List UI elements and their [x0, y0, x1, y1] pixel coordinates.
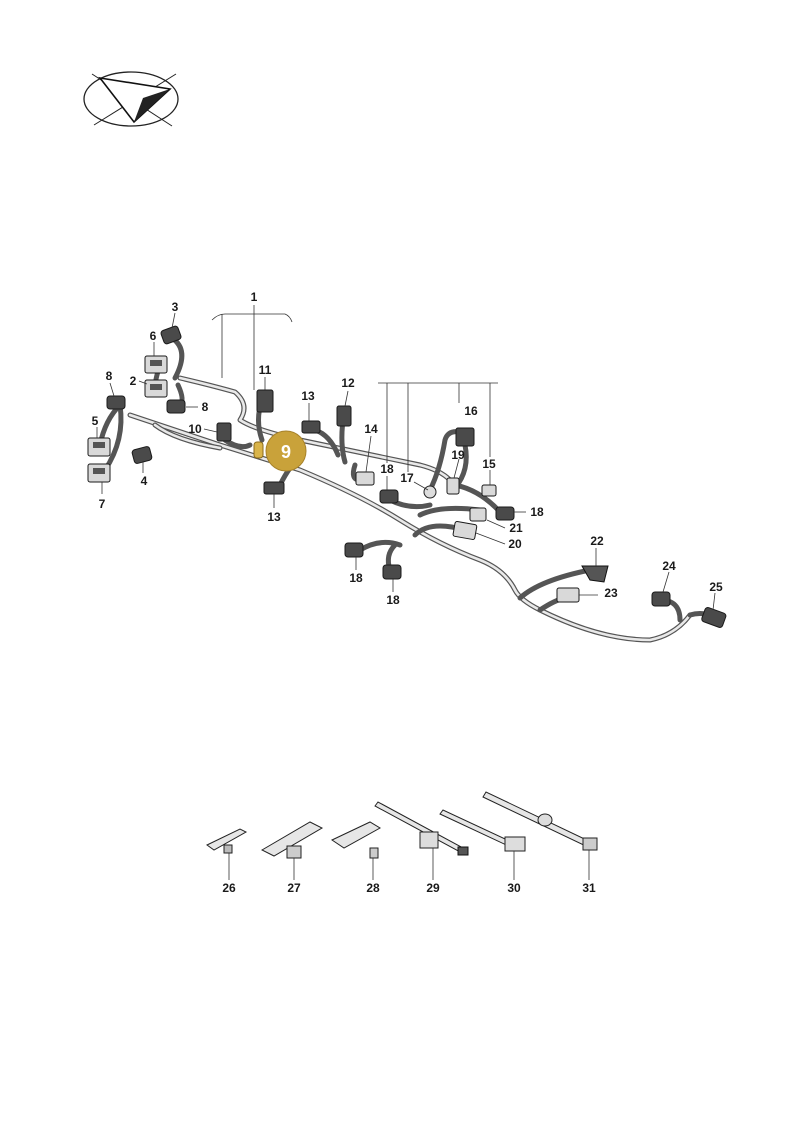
callout-7: 7 — [99, 497, 106, 511]
callout-25: 25 — [709, 580, 723, 594]
callout-13-upper: 13 — [301, 389, 315, 403]
highlight-badge-label: 9 — [281, 442, 291, 462]
connector-24 — [651, 591, 671, 607]
connector-14 — [355, 471, 375, 486]
callout-24: 24 — [662, 559, 676, 573]
clip-26 — [206, 828, 248, 880]
connector-25 — [701, 607, 727, 628]
callout-11: 11 — [259, 363, 272, 377]
connector-8-lower — [166, 399, 186, 414]
connector-18-b — [495, 506, 515, 521]
callout-18-b: 18 — [530, 505, 544, 519]
connector-8-upper — [106, 395, 126, 410]
connector-16 — [455, 427, 475, 447]
callout-28: 28 — [366, 881, 380, 895]
callout-5: 5 — [92, 414, 99, 428]
connector-23 — [556, 587, 580, 603]
connector-6 — [144, 355, 168, 374]
module-20 — [452, 521, 478, 540]
connector-2 — [144, 379, 168, 398]
cable-tie-30 — [439, 809, 526, 880]
connector-19 — [446, 477, 460, 495]
callout-12: 12 — [341, 376, 355, 390]
connector-21 — [469, 507, 487, 522]
connector-11 — [256, 389, 274, 413]
callout-18-a: 18 — [380, 462, 394, 476]
callout-16: 16 — [464, 404, 478, 418]
highlight-badge[interactable]: 9 — [265, 430, 307, 472]
callout-6: 6 — [150, 329, 157, 343]
callout-10: 10 — [188, 422, 202, 436]
connector-15 — [481, 484, 497, 497]
callout-31: 31 — [582, 881, 596, 895]
connector-10 — [216, 422, 232, 442]
callout-21: 21 — [509, 521, 523, 535]
connector-17 — [423, 485, 437, 499]
callout-1: 1 — [251, 290, 258, 304]
callout-3: 3 — [172, 300, 179, 314]
connector-13-lower — [263, 481, 285, 495]
clip-callouts: 26 27 28 29 30 31 — [222, 881, 596, 895]
callout-18-c: 18 — [349, 571, 363, 585]
bracket-22 — [581, 565, 609, 583]
fastener-9 — [253, 441, 264, 459]
callout-8-lower: 8 — [202, 400, 209, 414]
callout-18-d: 18 — [386, 593, 400, 607]
connector-5 — [87, 437, 111, 457]
callout-14: 14 — [364, 422, 378, 436]
harness-callouts: 1 2 3 4 5 6 7 8 8 10 11 12 13 13 14 15 1… — [92, 290, 723, 607]
clip-27 — [260, 821, 324, 880]
cable-tie-31 — [482, 791, 598, 880]
callout-15: 15 — [482, 457, 496, 471]
callout-26: 26 — [222, 881, 236, 895]
callout-23: 23 — [604, 586, 618, 600]
callout-4: 4 — [141, 474, 148, 488]
connector-12 — [336, 405, 352, 427]
callout-27: 27 — [287, 881, 301, 895]
paper-plane-logo-icon — [83, 71, 179, 127]
connector-18-a — [379, 489, 399, 504]
callout-17: 17 — [400, 471, 414, 485]
callout-20: 20 — [508, 537, 522, 551]
connector-7 — [87, 463, 111, 483]
connector-3 — [160, 325, 182, 345]
connector-4 — [131, 446, 153, 464]
connector-13-upper — [301, 420, 321, 434]
callout-2: 2 — [130, 374, 137, 388]
callout-30: 30 — [507, 881, 521, 895]
callout-8-upper: 8 — [106, 369, 113, 383]
cable-tie-29 — [374, 801, 469, 880]
callout-22: 22 — [590, 534, 604, 548]
connector-18-c — [344, 542, 364, 558]
callout-29: 29 — [426, 881, 440, 895]
connector-18-d — [382, 564, 402, 580]
clip-28 — [330, 821, 381, 880]
callout-19: 19 — [451, 448, 465, 462]
leader-lines — [96, 305, 716, 611]
callout-13-lower: 13 — [267, 510, 281, 524]
